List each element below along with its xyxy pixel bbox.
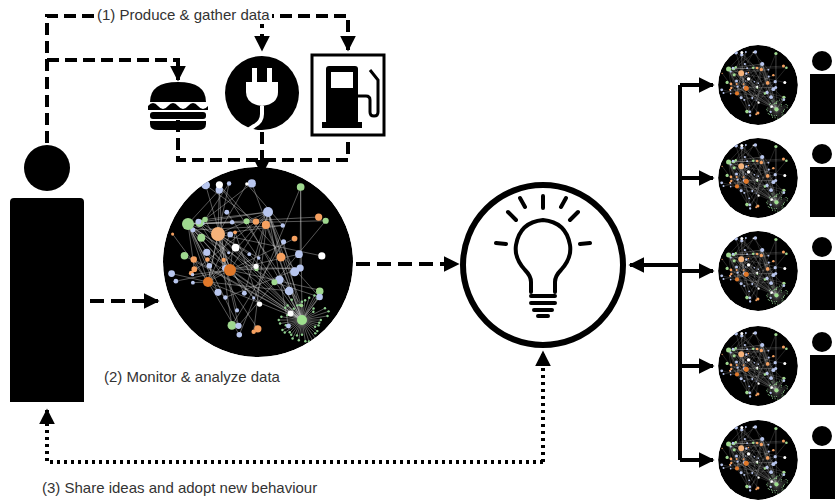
gather-lines [47,16,348,174]
plug-icon [225,56,299,130]
peer-group [718,45,835,500]
person-figure [10,145,84,402]
burger-icon [148,82,208,130]
share-arrows [630,85,713,460]
flow-arrow [356,262,458,266]
step-label: (2) Monitor & analyze data [102,368,282,386]
step-label: (3) Share ideas and adopt new behaviour [40,479,319,497]
feedback-line [47,410,543,462]
network-graph [163,167,353,357]
lightbulb-icon [463,185,623,345]
fuel-pump-icon [312,55,384,135]
flow-arrow [90,299,158,303]
step-label: (1) Produce & gather data [95,6,272,24]
feedback-line [541,352,545,462]
